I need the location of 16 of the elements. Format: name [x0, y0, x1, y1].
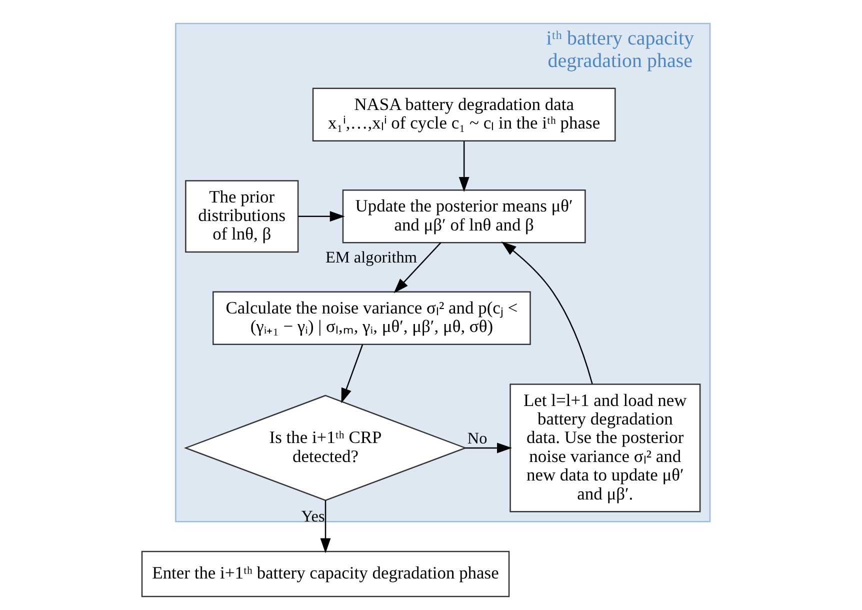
node-box: Enter the i+1ᵗʰ battery capacity degradation phase	[141, 550, 510, 598]
node-diamond: Is the i+1ᵗʰ CRP detected?	[184, 394, 468, 502]
arrow	[501, 242, 593, 384]
arrow	[465, 442, 512, 454]
node-box: Let l=l+1 and load new battery degradation data. Use the posterior noise variance σₗ² and new data to update μθ′ and μβ′.	[510, 384, 701, 512]
arrow	[458, 140, 470, 192]
arrow	[394, 242, 442, 294]
edge-label: EM algorithm	[326, 248, 417, 267]
arrow	[298, 211, 345, 222]
node-box: NASA battery degradation data x₁ⁱ,…,xₗⁱ of cycle c₁ ~ cₗ in the iᵗʰ phase	[312, 88, 616, 142]
node-box: The prior distributions of lnθ, β	[185, 180, 299, 253]
arrow	[341, 344, 364, 404]
node-box: Update the posterior means μθ′ and μβ′ of lnθ and β	[342, 190, 586, 244]
arrow	[320, 500, 331, 554]
node-box: Calculate the noise variance σₗ² and p(cⱼ < (γᵢ₊₁ − γᵢ) | σₗ,ₘ, γᵢ, μθ′, μβ′, μθ, σθ)	[212, 291, 531, 345]
edge-label: No	[467, 429, 488, 448]
